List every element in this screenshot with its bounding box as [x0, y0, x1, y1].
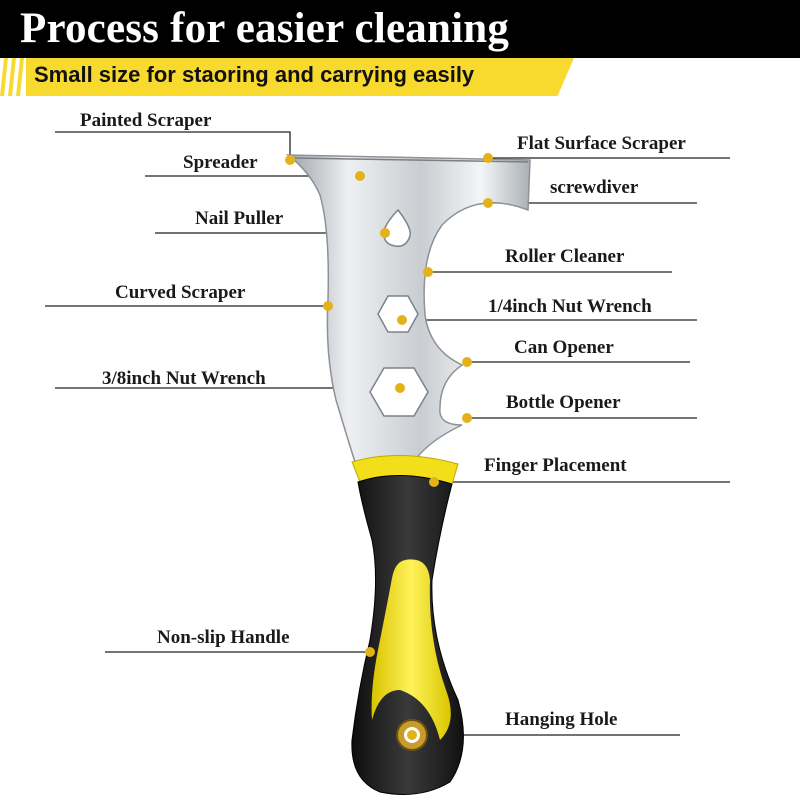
- annotation-dots: [285, 153, 493, 740]
- label-nut-wrench-3-8: 3/8inch Nut Wrench: [102, 368, 266, 389]
- label-non-slip-handle: Non-slip Handle: [157, 627, 290, 648]
- title-bar: [0, 0, 800, 58]
- label-spreader: Spreader: [183, 152, 258, 173]
- label-finger-placement: Finger Placement: [484, 455, 627, 476]
- label-bottle-opener: Bottle Opener: [506, 392, 621, 413]
- label-flat-surface-scraper: Flat Surface Scraper: [517, 133, 686, 154]
- label-nail-puller: Nail Puller: [195, 208, 284, 229]
- label-hanging-hole: Hanging Hole: [505, 709, 618, 730]
- nail-puller-hole: [382, 208, 411, 248]
- label-screwdiver: screwdiver: [550, 177, 639, 198]
- label-can-opener: Can Opener: [514, 337, 614, 358]
- label-curved-scraper: Curved Scraper: [115, 282, 246, 303]
- handle-grip: [371, 559, 451, 740]
- hex-hole-small: [377, 295, 419, 333]
- label-painted-scraper: Painted Scraper: [80, 110, 212, 131]
- label-roller-cleaner: Roller Cleaner: [505, 246, 625, 267]
- page-subtitle: Small size for staoring and carrying eas…: [34, 62, 475, 87]
- page-title: Process for easier cleaning: [20, 5, 510, 52]
- label-nut-wrench-1-4: 1/4inch Nut Wrench: [488, 296, 652, 317]
- stripes-decoration: [0, 58, 24, 96]
- subtitle-highlight: [26, 58, 574, 96]
